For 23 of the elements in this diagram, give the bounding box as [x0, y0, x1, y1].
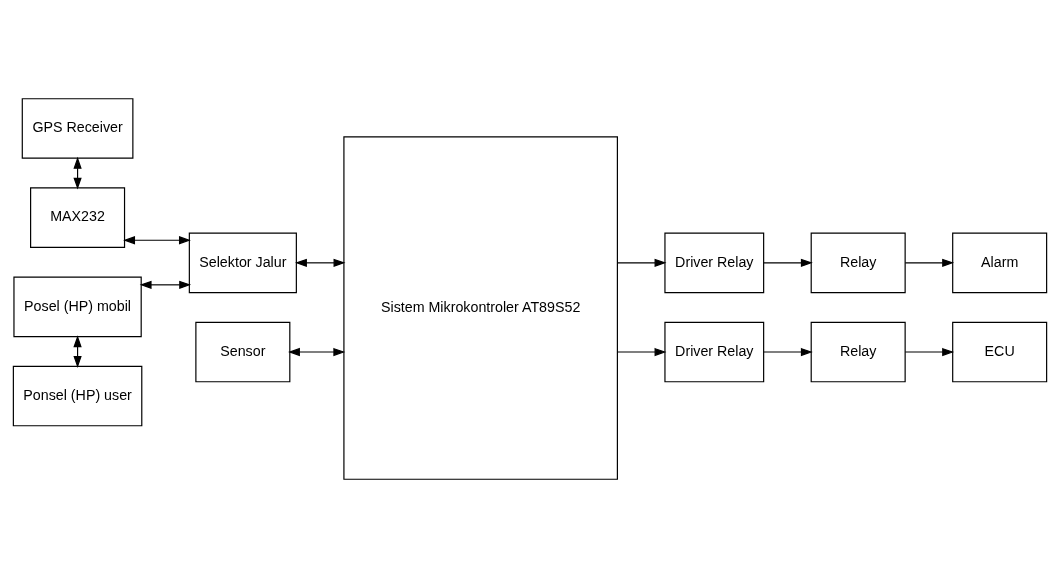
arrow [763, 347, 813, 356]
node-box: Posel (HP) mobil [13, 276, 142, 337]
node-box: Relay [810, 321, 906, 382]
node-box: ECU [952, 321, 1048, 382]
arrow [904, 258, 955, 267]
node-box: Alarm [952, 232, 1048, 293]
node-box: Relay [810, 232, 906, 293]
arrow [139, 280, 192, 289]
node-box: Ponsel (HP) user [12, 365, 143, 426]
node-box: MAX232 [30, 186, 126, 248]
arrow [904, 347, 955, 356]
arrow [295, 258, 346, 267]
node-box: Sistem Mikrokontroler AT89S52 [343, 135, 618, 480]
arrow [763, 258, 813, 267]
node-box: Sensor [195, 321, 291, 382]
node-box: Driver Relay [664, 232, 765, 293]
node-box: Driver Relay [664, 321, 765, 382]
arrow [617, 258, 667, 267]
node-box: Selektor Jalur [188, 232, 297, 293]
arrow [288, 347, 346, 356]
node-box: GPS Receiver [21, 97, 134, 159]
arrow [617, 347, 667, 356]
arrow [123, 235, 191, 244]
